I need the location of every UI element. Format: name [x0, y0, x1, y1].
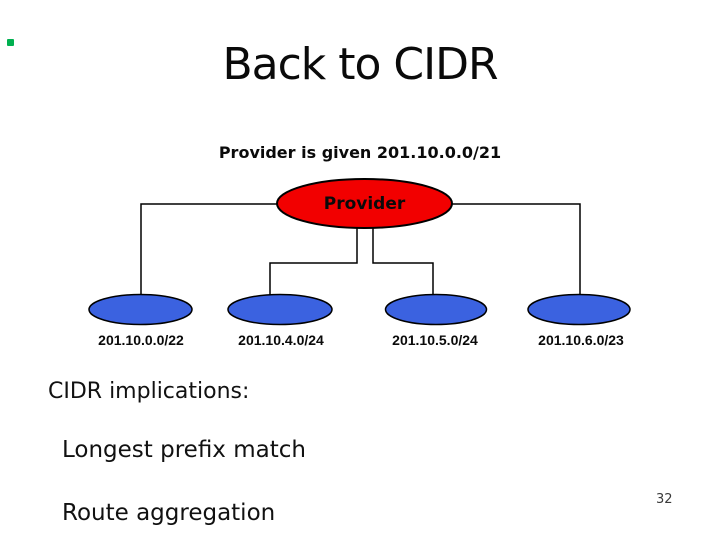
connector-right [452, 203, 581, 296]
subnet-label-2: 201.10.4.0/24 [238, 332, 324, 348]
subnet-label-1: 201.10.0.0/22 [98, 332, 184, 348]
connector-center-right [372, 228, 434, 296]
body-item-longest-prefix: Longest prefix match [62, 437, 306, 463]
subnet-ellipse-4 [527, 293, 631, 326]
subnet-label-4: 201.10.6.0/23 [538, 332, 624, 348]
body-heading: CIDR implications: [48, 379, 250, 404]
connector-left [140, 203, 277, 296]
slide-title: Back to CIDR [222, 39, 498, 90]
subnet-label-3: 201.10.5.0/24 [392, 332, 478, 348]
slide-subtitle: Provider is given 201.10.0.0/21 [218, 143, 502, 162]
subnet-ellipse-1 [88, 293, 193, 326]
provider-ellipse [276, 178, 453, 229]
provider-label: Provider [323, 193, 406, 214]
green-marker-icon [7, 39, 14, 46]
connector-center-left [269, 228, 358, 296]
green-marker-shape [7, 39, 14, 46]
subnet-ellipse-3 [384, 293, 488, 326]
page-number: 32 [656, 492, 673, 507]
body-item-route-aggregation: Route aggregation [62, 500, 276, 526]
subnet-ellipse-2 [227, 293, 333, 326]
